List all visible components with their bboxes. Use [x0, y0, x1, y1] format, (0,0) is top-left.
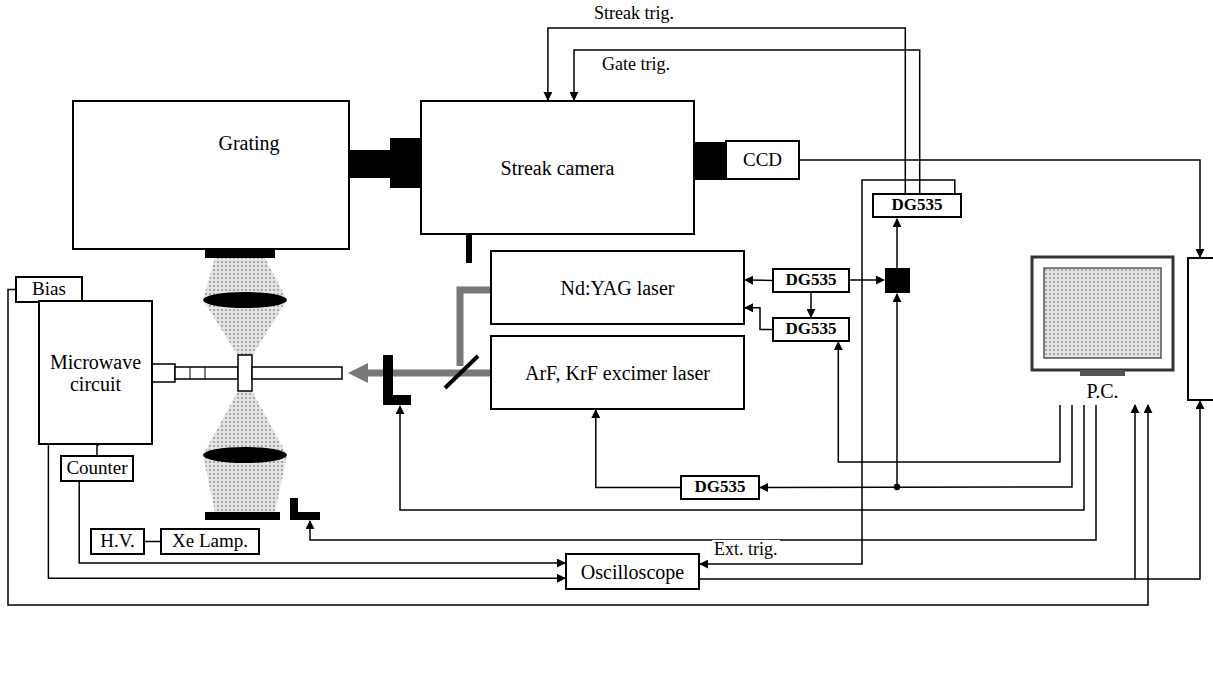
signal-wire: [810, 293, 812, 317]
lamp-box: Xe Lamp.: [160, 528, 260, 555]
signal-wire: [145, 541, 160, 543]
box-label: CCD: [743, 150, 782, 171]
box-heading: Grating: [218, 132, 279, 154]
delay-generator: DG535: [772, 317, 850, 342]
box-label: Nd:YAG laser: [561, 277, 675, 299]
signal-wire: [838, 342, 1060, 462]
box-label: P.C.: [1086, 380, 1118, 402]
box-label: Counter: [66, 458, 127, 479]
box-label: Microwave circuit: [40, 351, 151, 395]
box-label: H.V.: [100, 531, 135, 552]
sample-cell: [145, 355, 342, 391]
streak-camera: Streak camera: [420, 100, 695, 235]
signal-wire: [700, 405, 1135, 579]
delay-generator: DG535: [772, 268, 850, 293]
computer: P.C.: [1030, 255, 1175, 405]
box-label: DG535: [892, 196, 943, 215]
signal-wire: [97, 445, 99, 455]
box-label: ArF, KrF excimer laser: [525, 362, 710, 384]
signal-wire: [48, 445, 565, 578]
laser-beam: [356, 290, 490, 405]
box-label: DG535: [786, 271, 837, 290]
signal-wire: [596, 410, 680, 488]
probe-light-path: [203, 258, 320, 520]
laser-box: Nd:YAG laser: [490, 250, 745, 325]
signal-wire: [79, 482, 565, 563]
power-supply: H.V.: [90, 528, 145, 555]
signal-label: Streak trig.: [592, 4, 676, 24]
signal-label: Gate trig.: [600, 55, 672, 75]
signal-wire: [760, 405, 1072, 488]
ccd-camera: CCD: [725, 140, 800, 180]
counter-box: Counter: [60, 455, 134, 482]
display-unit: [1188, 258, 1213, 400]
box-label: Xe Lamp.: [172, 531, 248, 552]
microwave-box: Microwave circuit: [38, 300, 153, 445]
delay-generator: DG535: [872, 193, 962, 218]
box-label: DG535: [695, 478, 746, 497]
spectrograph-box: Grating: [72, 100, 350, 250]
oscilloscope-box: Oscilloscope: [565, 553, 700, 590]
laser-box: ArF, KrF excimer laser: [490, 335, 745, 410]
box-label: Oscilloscope: [581, 561, 684, 583]
delay-generator: DG535: [680, 475, 760, 500]
signal-wire: [745, 279, 772, 281]
box-label: DG535: [786, 320, 837, 339]
signal-wire: [745, 308, 772, 330]
box-label: Bias: [32, 279, 66, 300]
bias-box: Bias: [15, 276, 83, 303]
box-label: Streak camera: [501, 157, 615, 179]
signal-label: Ext. trig.: [712, 540, 780, 560]
computer-monitor: [1032, 257, 1173, 376]
signal-wire: [8, 290, 1148, 606]
